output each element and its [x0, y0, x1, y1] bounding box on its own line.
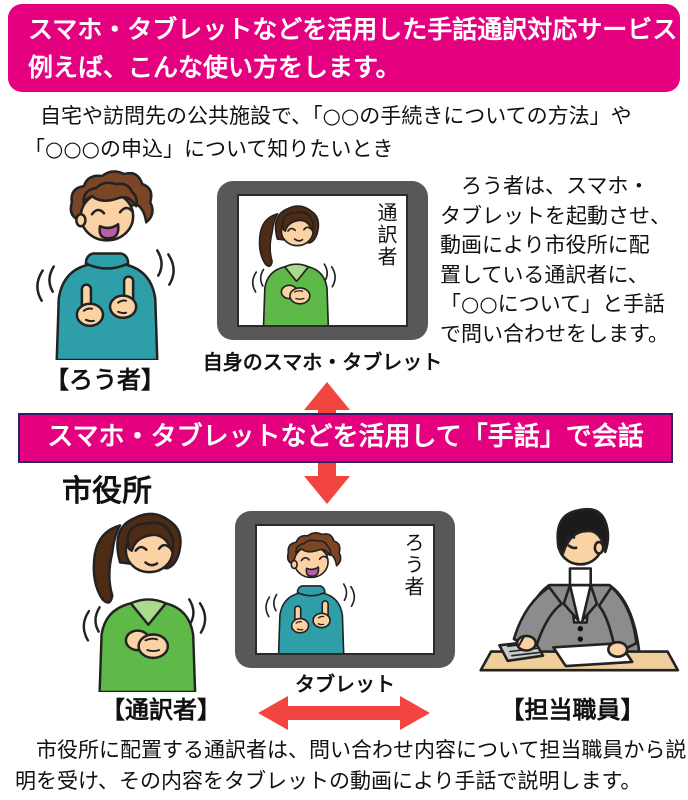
intro-line2: 「○○○の申込」について知りたいとき	[24, 137, 394, 161]
tablet-caption: タブレット	[295, 672, 395, 696]
staff-member-illustration	[479, 507, 680, 672]
top-description-line6: で問い合わせをします。	[440, 321, 669, 346]
deaf-person-on-screen-illustration	[265, 532, 356, 653]
city-hall-label: 市役所	[62, 474, 152, 509]
top-description-line3: 動画により市役所に配	[440, 233, 650, 257]
deaf-person-label: 【ろう者】	[45, 366, 165, 394]
top-description: ろう者は、スマホ・ タブレットを起動させ、 動画により市役所に配 置している通訳…	[440, 172, 688, 349]
intro-text: 自宅や訪問先の公共施設で、「○○の手続きについての方法」や 「○○○の申込」につ…	[24, 100, 632, 166]
interpreter-on-screen-illustration	[251, 205, 336, 325]
screen-person-label: 通訳者	[374, 202, 398, 268]
footer-text: 市役所に配置する通訳者は、問い合わせ内容について担当職員から説 明を受け、その内…	[15, 735, 686, 797]
footer-line1: 市役所に配置する通訳者は、問い合わせ内容について担当職員から説	[15, 738, 687, 762]
page-title-line2: 例えば、こんな使い方をします。	[28, 53, 401, 82]
horizontal-double-arrow-icon	[258, 696, 430, 730]
intro-line1: 自宅や訪問先の公共施設で、「○○の手続きについての方法」や	[40, 104, 632, 128]
footer-line2: 明を受け、その内容をタブレットの動画により手話で説明します。	[15, 769, 642, 793]
interpreter-illustration	[82, 512, 207, 692]
interpreter-label: 【通訳者】	[101, 696, 221, 724]
staff-member-label: 【担当職員】	[500, 696, 645, 724]
top-description-line5: 「○○について」と手話	[440, 292, 666, 316]
tablet-screen: 通訳者	[237, 194, 408, 327]
deaf-person-illustration	[36, 170, 175, 360]
tablet-screen: ろう者	[255, 524, 435, 655]
tablet-device: ろう者	[235, 511, 455, 668]
tablet-caption: 自身のスマホ・タブレット	[202, 350, 443, 374]
smartphone-tablet-device: 通訳者	[217, 181, 428, 340]
page-title: スマホ・タブレットなどを活用した手話通訳対応サービス 例えば、こんな使い方をしま…	[8, 4, 680, 92]
conversation-banner: スマホ・タブレットなどを活用して「手話」で会話	[18, 413, 673, 463]
screen-person-label: ろう者	[401, 532, 425, 598]
page-title-line1: スマホ・タブレットなどを活用した手話通訳対応サービス	[28, 15, 678, 44]
top-description-line2: タブレットを起動させ、	[440, 203, 671, 228]
top-description-line1: ろう者は、スマホ・	[440, 174, 650, 198]
top-description-line4: 置している通訳者に、	[440, 262, 649, 287]
